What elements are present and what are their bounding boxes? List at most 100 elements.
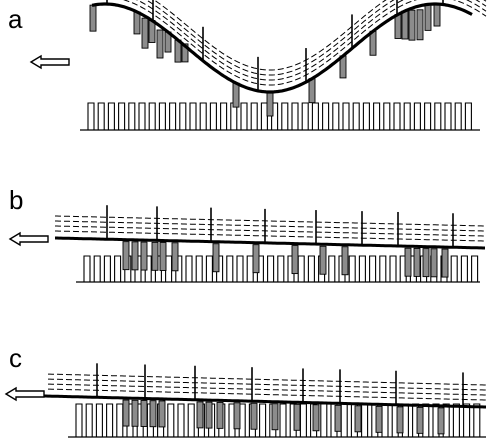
comb-tooth (348, 255, 356, 282)
comb-tooth (460, 255, 468, 282)
grey-block (424, 3, 432, 31)
grey-block (293, 403, 301, 431)
comb-tooth (450, 255, 458, 282)
grey-block (122, 241, 130, 271)
grey-block (319, 245, 327, 275)
comb-tooth (352, 102, 360, 130)
grey-block (401, 10, 409, 40)
grey-block (232, 82, 240, 108)
dashed-lines (122, 0, 487, 86)
comb-tooth (444, 102, 452, 130)
comb-tooth (118, 102, 126, 130)
grey-block (122, 399, 130, 427)
dashed-line (55, 220, 485, 232)
panel-a (30, 0, 487, 131)
comb-tooth (379, 255, 387, 282)
comb-tooth (128, 102, 136, 130)
comb-tooth (381, 403, 389, 437)
grey-block (151, 241, 159, 271)
grey-block (308, 78, 316, 104)
comb-tooth (97, 102, 105, 130)
comb-tooth (199, 102, 207, 130)
comb-tooth (250, 102, 258, 130)
comb-tooth (413, 102, 421, 130)
comb-tooth (332, 102, 340, 130)
comb-tooth (179, 102, 187, 130)
comb-tooth (342, 102, 350, 130)
grey-block (433, 3, 441, 27)
comb-tooth (454, 102, 462, 130)
comb-tooth (422, 403, 430, 437)
grey-block (205, 401, 213, 429)
comb-tooth (424, 102, 432, 130)
grey-block (416, 406, 424, 434)
grey-blocks (122, 241, 449, 278)
grey-block (394, 14, 402, 39)
panel-label-a: a (8, 4, 23, 34)
grey-block (89, 4, 97, 32)
comb-tooth (281, 102, 289, 130)
grey-block (131, 399, 139, 427)
comb-tooth (369, 255, 377, 282)
comb-tooth (383, 102, 391, 130)
vertical-posts (106, 0, 444, 91)
panel-b (9, 205, 485, 283)
comb-tooth (103, 255, 111, 282)
comb-tooth (95, 403, 103, 437)
grey-block (140, 241, 148, 271)
grey-block (291, 245, 299, 275)
grey-block (437, 407, 445, 435)
comb-tooth (116, 403, 124, 437)
grey-block (375, 405, 383, 433)
comb-tooth (279, 403, 287, 437)
comb-tooth (361, 403, 369, 437)
panel-label-b: b (9, 185, 24, 215)
dashed-line (122, 0, 487, 86)
grey-block (196, 401, 204, 429)
grey-block (422, 248, 430, 278)
grey-block (416, 9, 424, 41)
grey-block (171, 242, 179, 272)
comb-tooth (340, 403, 348, 437)
comb-tooth (114, 255, 122, 282)
grey-block (131, 241, 139, 271)
comb-tooth (195, 255, 203, 282)
comb-tooth (362, 102, 370, 130)
comb-tooth (259, 403, 267, 437)
comb-tooth (167, 403, 175, 437)
grey-block (266, 91, 274, 117)
vertical-posts (96, 363, 464, 407)
comb-tooth (463, 403, 471, 437)
comb-tooth (87, 102, 95, 130)
comb-tooth (271, 102, 279, 130)
grey-block (233, 402, 241, 430)
comb-tooth (471, 255, 479, 282)
comb-tooth (148, 102, 156, 130)
grey-block (396, 406, 404, 434)
comb-tooth (240, 102, 248, 130)
comb-tooth (236, 255, 244, 282)
comb-tooth (169, 102, 177, 130)
comb-tooth (106, 403, 114, 437)
comb-tooth (452, 403, 460, 437)
comb-tooth (301, 102, 309, 130)
grey-block (252, 244, 260, 274)
comb-tooth (226, 255, 234, 282)
thick-curve (44, 394, 486, 409)
dashed-line (48, 383, 486, 396)
grey-block (141, 17, 149, 49)
thick-curve-line (55, 236, 485, 250)
grey-block (430, 248, 438, 278)
comb-tooth (403, 102, 411, 130)
thick-curve-line (44, 394, 486, 409)
grey-block (271, 403, 279, 431)
comb-tooth (107, 102, 115, 130)
comb-tooth (328, 255, 336, 282)
panel-label-c: c (9, 343, 22, 373)
grey-block (133, 11, 141, 35)
comb-tooth (75, 403, 83, 437)
grey-block (149, 400, 157, 428)
dashed-line (48, 378, 486, 391)
grey-block (354, 405, 362, 433)
